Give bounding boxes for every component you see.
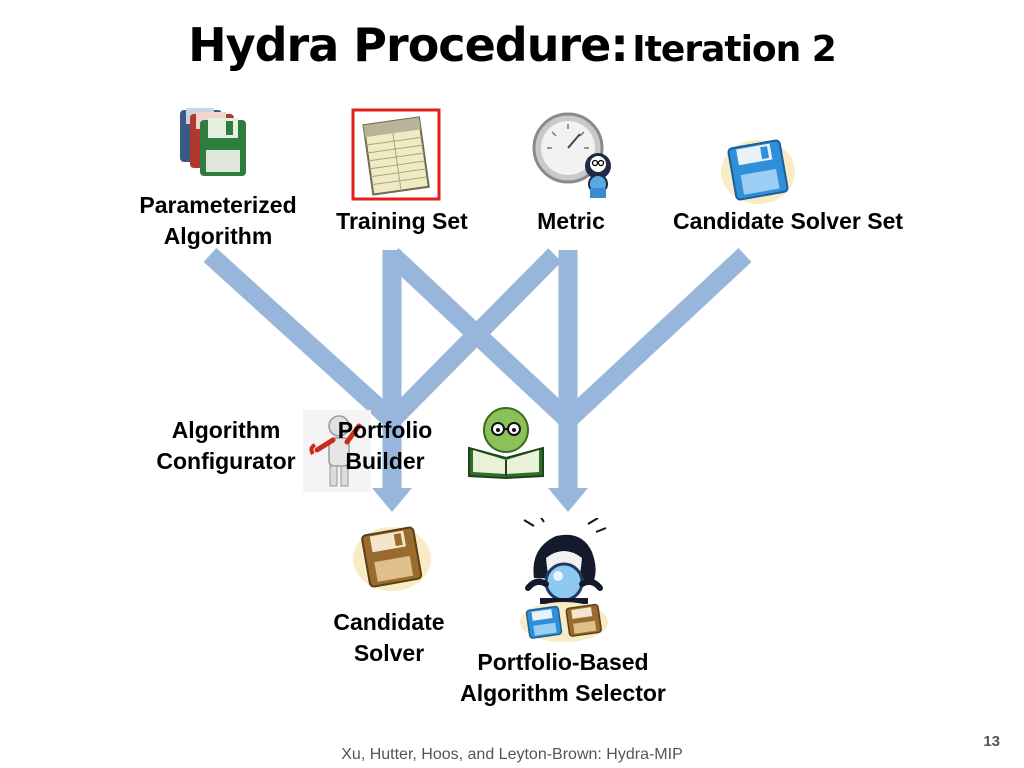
arrow-solverset-to-selector [561, 248, 752, 427]
arrowhead-candidate-solver [372, 488, 412, 512]
blue-floppy-disk-icon [721, 139, 795, 204]
arrow-param-to-solver [203, 247, 399, 428]
label-candidate-solver-set: Candidate Solver Set [672, 208, 904, 234]
title-subtitle: Iteration 2 [632, 29, 837, 70]
label-candidate-solver: Candidate Solver [333, 609, 445, 666]
slide-title: Hydra Procedure: Iteration 2 [0, 18, 1024, 72]
label-algorithm-configurator: Algorithm Configurator [156, 417, 296, 474]
reading-book-icon [468, 407, 544, 480]
label-portfolio-selector: Portfolio-Based Algorithm Selector [460, 649, 666, 706]
arrow-training-to-selector [385, 248, 575, 427]
label-metric: Metric [537, 208, 605, 234]
label-parameterized-algorithm: Parameterized Algorithm [139, 192, 297, 249]
page-number: 13 [983, 733, 1000, 750]
arrowhead-portfolio-selector [548, 488, 588, 512]
label-portfolio-builder: Portfolio Builder [337, 417, 433, 474]
spreadsheet-icon [351, 108, 441, 201]
footer-citation: Xu, Hutter, Hoos, and Leyton-Brown: Hydr… [341, 746, 683, 763]
brown-floppy-disk-icon [353, 526, 431, 591]
robot-with-wrench-icon [303, 410, 371, 492]
fortune-teller-crystal-ball-icon [520, 518, 608, 642]
stacked-floppy-disks-icon [180, 108, 246, 176]
speedometer-icon [532, 112, 611, 198]
label-training-set: Training Set [336, 208, 468, 234]
title-main: Hydra Procedure: [188, 18, 629, 72]
